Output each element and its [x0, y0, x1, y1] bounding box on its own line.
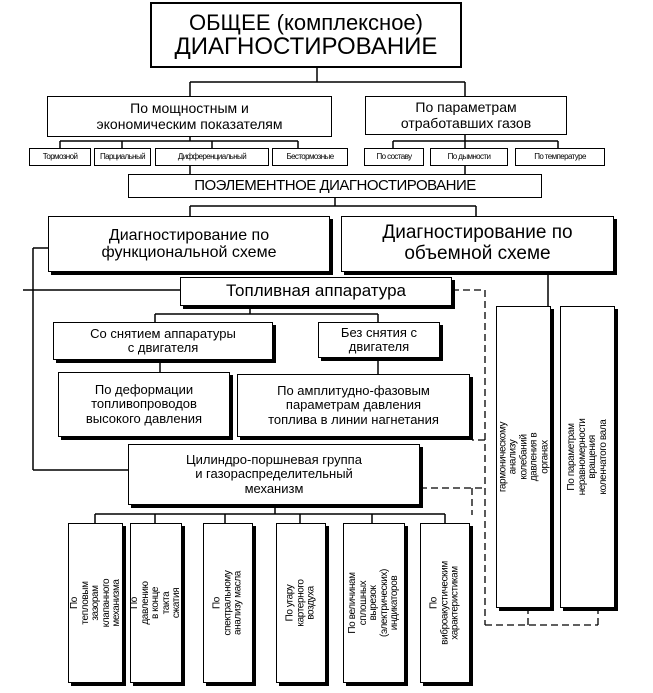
right-method-label: По гармоническому анализу колебаний давл… — [496, 421, 551, 493]
exhaust-method-smoke: По дымности — [430, 148, 508, 166]
without-removal-box: Без снятия с двигателя — [318, 322, 440, 358]
cylinder-method-label: По величинам сплошных вырезок (электриче… — [346, 569, 400, 637]
power-method-differential: Дифференциальный — [155, 148, 269, 166]
cylinder-method-crankcase-air: По угару картерного воздуха — [276, 523, 326, 683]
volumetric-scheme-box: Диагностирование по объемной схеме — [341, 216, 614, 272]
cylinder-method-label: По тепловым зазорам клапанного механизма — [68, 578, 122, 628]
functional-scheme-box: Диагностирование по функциональной схеме — [48, 216, 330, 272]
cylinder-method-cylinder-cutout: По величинам сплошных вырезок (электриче… — [343, 523, 405, 683]
amplitude-phase-method-box: По амплитудно-фазовым параметрам давлени… — [237, 374, 470, 437]
deformation-method-box: По деформации топливопроводов высокого д… — [58, 372, 230, 437]
power-method-braking: Тормозной — [29, 148, 91, 166]
cylinder-method-compression-pressure: По давлению в конце такта сжатия — [130, 523, 182, 683]
exhaust-method-composition: По составу — [364, 148, 424, 166]
element-diagnosis-box: ПОЭЛЕМЕНТНОЕ ДИАГНОСТИРОВАНИЕ — [128, 174, 542, 198]
root-box: ОБЩЕЕ (комплексное) ДИАГНОСТИРОВАНИЕ — [150, 2, 462, 68]
cylinder-method-label: По давлению в конце такта сжатия — [130, 581, 182, 625]
exhaust-gases-box: По параметрам отработавших газов — [365, 96, 567, 135]
with-removal-box: Со снятием аппаратуры с двигателя — [53, 322, 273, 360]
cylinder-method-label: По виброакустическим характеристикам — [428, 561, 461, 645]
cylinder-method-label: По спектральному анализу масла — [211, 570, 244, 636]
power-method-brakeless: Бестормозные — [272, 148, 348, 166]
crankshaft-irregularity-method-box: По параметрам неравномерности вращения к… — [560, 306, 615, 608]
cylinder-method-vibroacoustic: По виброакустическим характеристикам — [420, 523, 470, 683]
right-method-label: По параметрам неравномерности вращения к… — [565, 418, 609, 496]
cylinder-piston-group-box: Цилиндро-поршневая группа и газораспреде… — [128, 444, 420, 505]
power-method-partial: Парциальный — [94, 148, 151, 166]
cylinder-method-thermal-gaps: По тепловым зазорам клапанного механизма — [68, 523, 123, 683]
power-economic-box: По мощностным и экономическим показателя… — [47, 96, 332, 137]
root-title-line1: ОБЩЕЕ (комплексное) — [189, 9, 423, 35]
cylinder-method-spectral-oil: По спектральному анализу масла — [203, 523, 253, 683]
exhaust-method-temperature: По температуре — [515, 148, 605, 166]
fuel-equipment-box: Топливная аппаратура — [180, 277, 452, 306]
harmonic-analysis-method-box: По гармоническому анализу колебаний давл… — [496, 306, 551, 608]
cylinder-method-label: По угару картерного воздуха — [284, 579, 317, 627]
root-title-line2: ДИАГНОСТИРОВАНИЕ — [174, 32, 438, 60]
